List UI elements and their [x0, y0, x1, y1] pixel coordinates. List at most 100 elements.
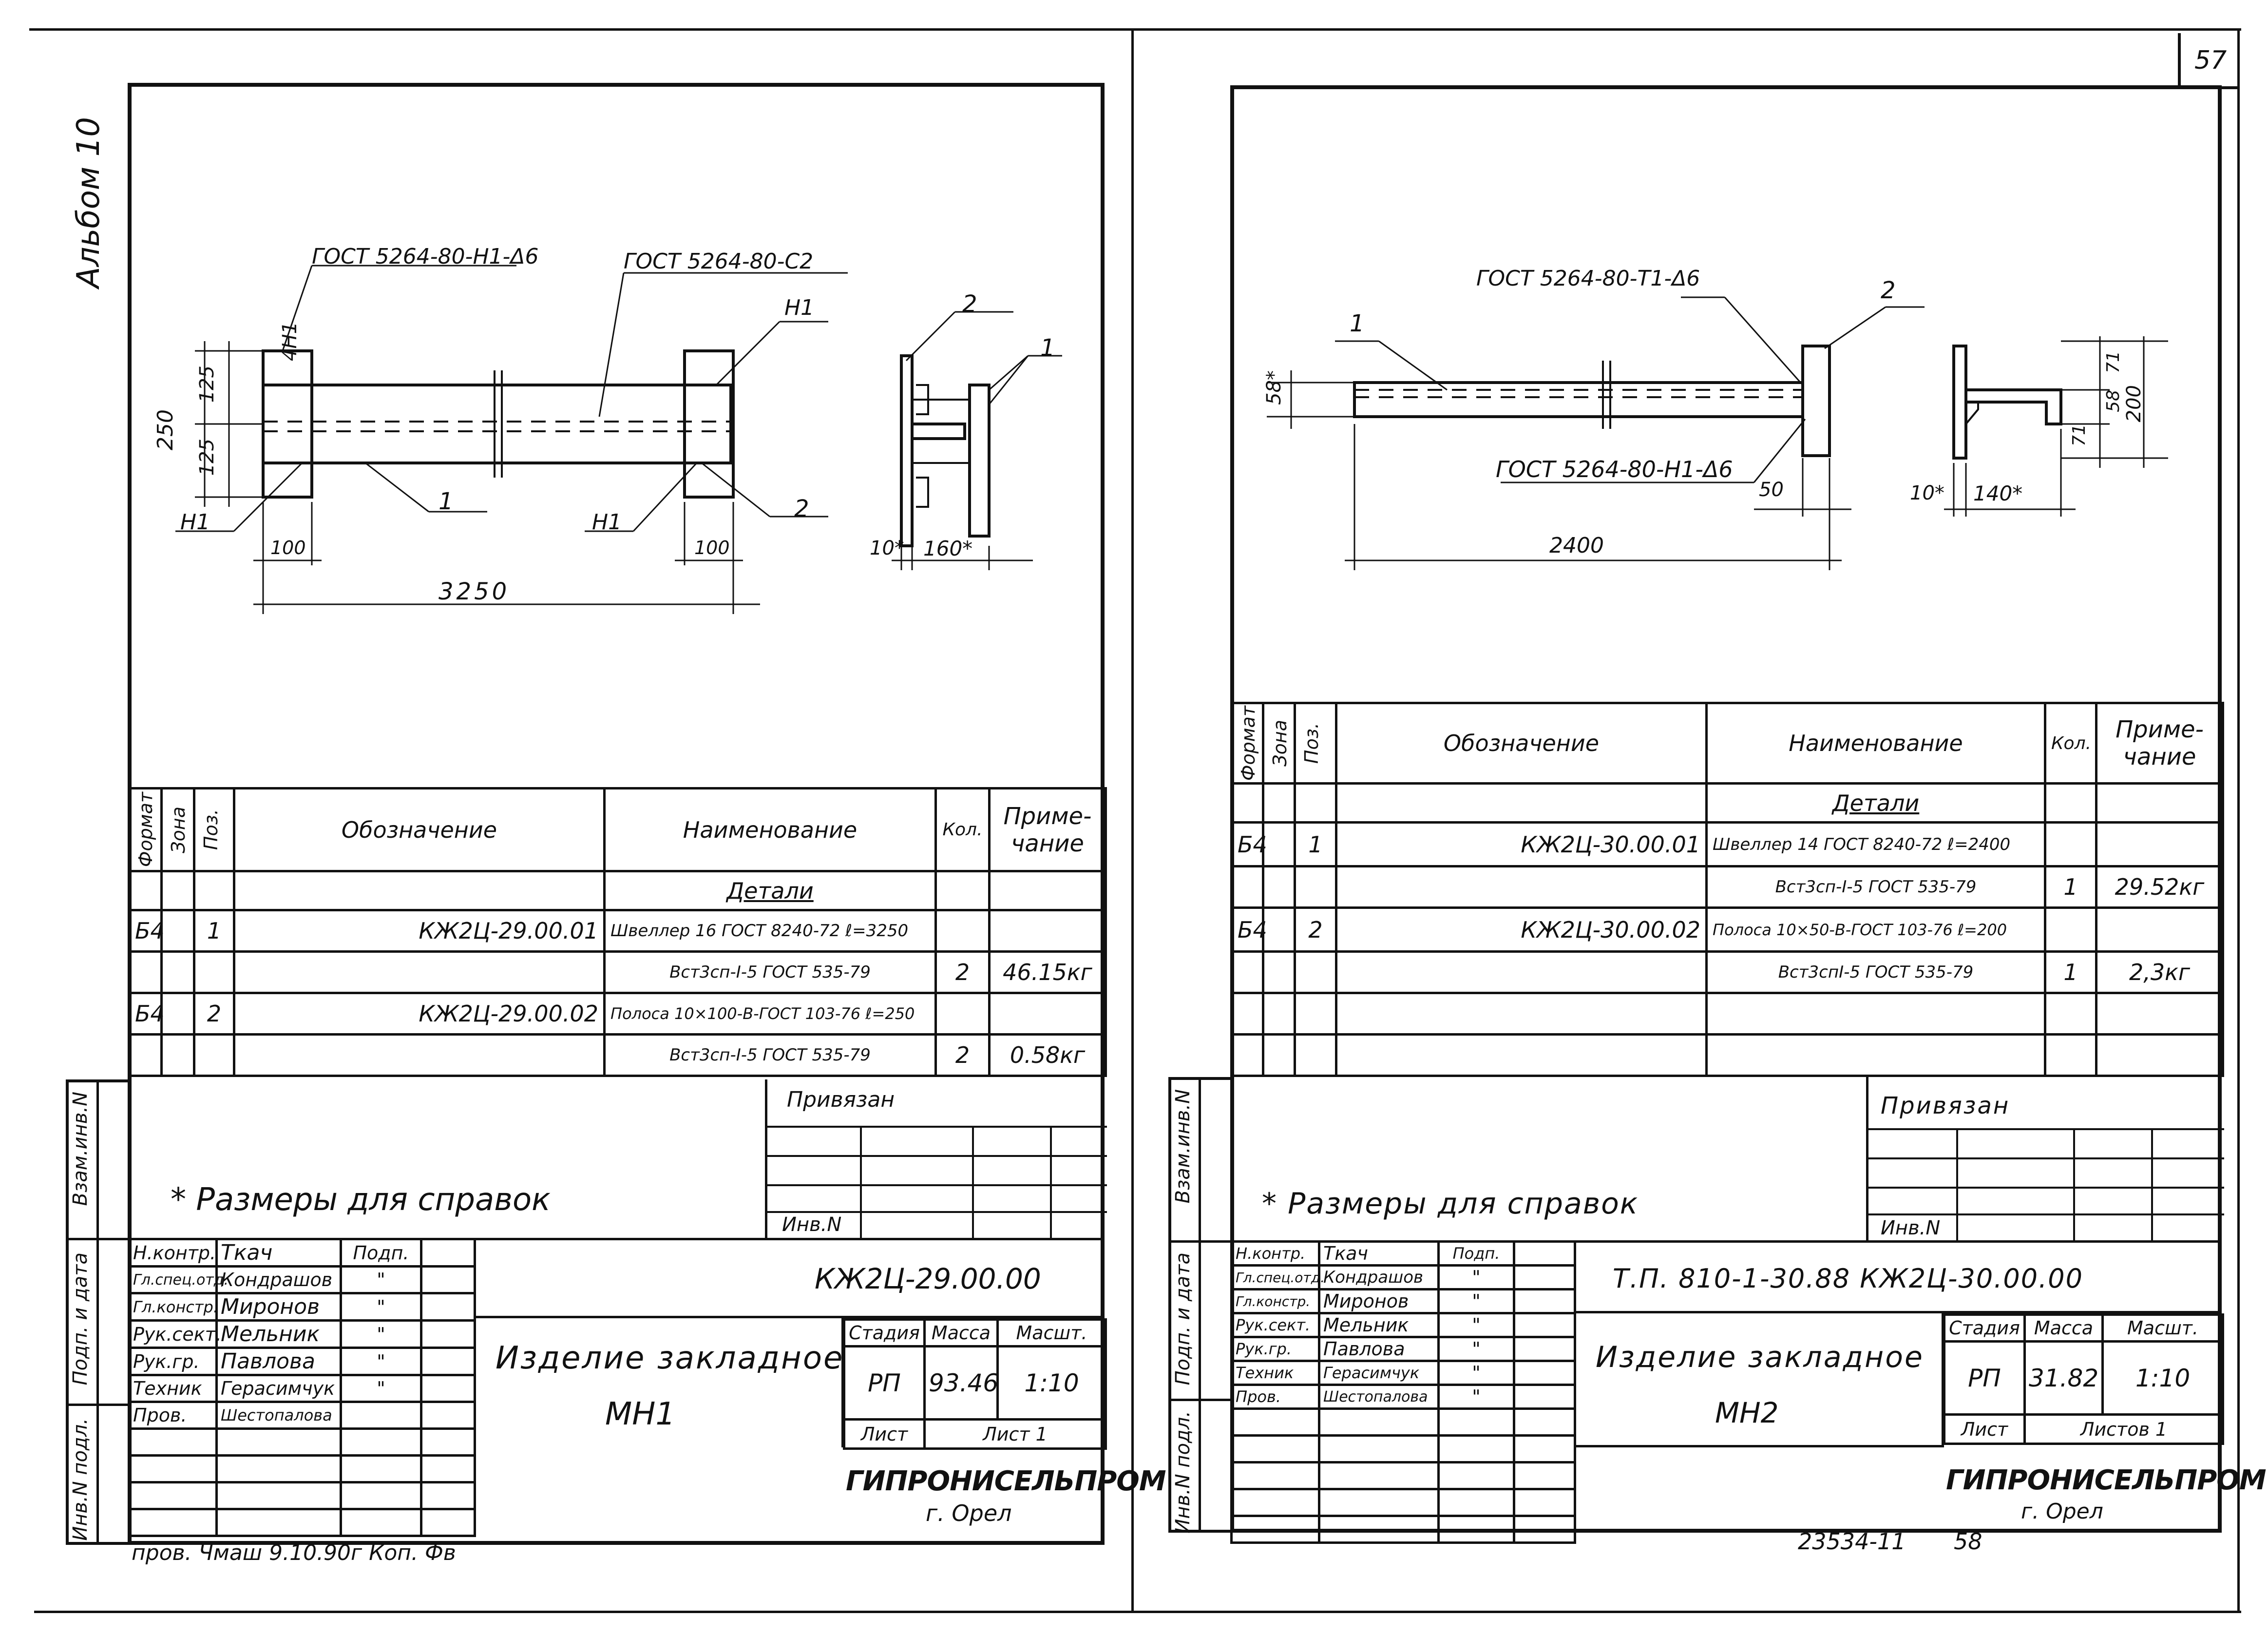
right-row1-name-bottom: Вст3сп-I-5 ГОСТ 535-79 [1705, 865, 2046, 909]
left-label-weld-c2: ГОСТ 5264-80-С2 [624, 249, 814, 274]
left-label-pos2: 2 [794, 495, 809, 522]
left-row2-qty: 2 [934, 1033, 991, 1077]
right-p5-name: Герасимчук [1318, 1360, 1440, 1386]
right-mass: 31.82 [2023, 1340, 2104, 1416]
left-code: КЖ2Ц-29.00.00 [815, 1262, 1041, 1295]
right-side-inv: Инв.N подл. [1172, 1411, 1194, 1534]
left-scale: 1:10 [996, 1345, 1107, 1421]
left-product: Изделие закладное [496, 1340, 844, 1376]
right-p4-name: Павлова [1318, 1336, 1440, 1362]
right-row2-note: 2,3кг [2095, 950, 2224, 994]
left-privyazan-block: Привязан Инв.N [765, 1079, 1107, 1238]
right-p1-name: Кондрашов [1318, 1264, 1440, 1290]
right-p4-role: Рук.гр. [1230, 1336, 1320, 1362]
right-dim-58: 58* [1263, 370, 1285, 405]
left-spec-table: Формат Зона Поз. Обозначение Наименовани… [128, 787, 1107, 1077]
right-product-block: Изделие закладное МН2 [1574, 1313, 1944, 1447]
right-spec-table: Формат Зона Поз. Обозначение Наименовани… [1230, 702, 2224, 1077]
left-section-details: Детали [603, 870, 937, 911]
left-sheet-h: Лист [843, 1418, 926, 1450]
right-privyazan-block: Привязан Инв.N [1866, 1077, 2224, 1240]
footer-code: 23534-11 [1798, 1528, 1906, 1555]
right-row2-name-top: Полоса 10×50-В-ГОСТ 103-76 ℓ=200 [1705, 906, 2046, 953]
right-dim-10: 10* [1910, 482, 1944, 504]
right-row2-format: Б4 [1230, 906, 1267, 953]
left-p5-name: Герасимчук [215, 1374, 342, 1403]
right-section-details: Детали [1705, 782, 2046, 824]
page-number-box: 57 [2178, 33, 2239, 89]
right-h-pos: Поз. [1301, 722, 1322, 764]
left-p2-name: Миронов [215, 1292, 342, 1322]
left-row2-name-bottom: Вст3сп-I-5 ГОСТ 535-79 [603, 1033, 937, 1077]
right-p4-sign: " [1437, 1336, 1515, 1362]
right-side-podp: Подп. и дата [1172, 1252, 1194, 1386]
right-p3-name: Мельник [1318, 1312, 1440, 1338]
left-p4-role: Рук.гр. [128, 1347, 218, 1376]
left-p3-sign: " [340, 1319, 422, 1349]
right-label-pos2: 2 [1881, 277, 1896, 304]
left-mark: МН1 [605, 1396, 676, 1432]
right-h-format: Формат [1238, 705, 1259, 781]
right-product: Изделие закладное [1596, 1340, 1924, 1374]
footer-page: 58 [1954, 1528, 1982, 1555]
right-city: г. Орел [2021, 1499, 2103, 1524]
right-dim-50: 50 [1759, 479, 1784, 501]
left-scale-h: Масшт. [996, 1318, 1107, 1347]
left-inv-n: Инв.N [782, 1213, 842, 1236]
right-code: Т.П. 810-1-30.88 КЖ2Ц-30.00.00 [1613, 1263, 2083, 1294]
left-label-weld-top: ГОСТ 5264-80-Н1-Δ6 [312, 244, 539, 269]
right-h-designation: Обозначение [1335, 702, 1708, 785]
right-code-block: Т.П. 810-1-30.88 КЖ2Ц-30.00.00 [1574, 1240, 2222, 1313]
right-org: ГИПРОНИСЕЛЬПРОМ [1946, 1464, 2267, 1496]
left-label-section-pos2: 2 [962, 290, 977, 318]
left-h-note: Приме-чание [988, 787, 1107, 872]
right-label-weld-n1: ГОСТ 5264-80-Н1-Δ6 [1496, 456, 1733, 482]
right-label-pos1: 1 [1350, 310, 1365, 337]
left-row1-note: 46.15кг [988, 950, 1107, 994]
right-p2-name: Миронов [1318, 1288, 1440, 1314]
right-p2-sign: " [1437, 1288, 1515, 1314]
right-label-weld-t1: ГОСТ 5264-80-Т1-Δ6 [1476, 266, 1700, 291]
right-p5-role: Техник [1230, 1360, 1320, 1386]
left-h-qty: Кол. [934, 787, 991, 872]
left-org-block: ГИПРОНИСЕЛЬПРОМ г. Орел [843, 1447, 1166, 1545]
left-label-n1-top-right: Н1 [784, 295, 815, 320]
page-right-rule [2237, 28, 2240, 1612]
left-p4-name: Павлова [215, 1347, 342, 1376]
left-row1-designation: КЖ2Ц-29.00.01 [233, 909, 606, 953]
left-p1-sign: " [340, 1265, 422, 1294]
right-h-note: Приме-чание [2095, 702, 2224, 785]
right-mark: МН2 [1715, 1396, 1779, 1429]
right-row1-name-top: Швеллер 14 ГОСТ 8240-72 ℓ=2400 [1705, 821, 2046, 867]
right-h-zone: Зона [1269, 720, 1291, 767]
left-p0-name: Ткач [215, 1238, 342, 1268]
right-p3-role: Рук.сект. [1230, 1312, 1320, 1338]
left-row2-format: Б4 [128, 992, 165, 1036]
left-people-table: Н.контр. Ткач Подп. Гл.спец.отд.Кондрашо… [128, 1238, 476, 1537]
left-stage: РП [843, 1345, 926, 1421]
page-number: 57 [2194, 46, 2227, 75]
right-stage-h: Стадия [1943, 1313, 2026, 1343]
page-center-divider [1131, 28, 1134, 1612]
right-row1-pos: 1 [1294, 821, 1337, 867]
left-dim-160: 160* [923, 537, 973, 560]
left-row2-name-top: Полоса 10×100-В-ГОСТ 103-76 ℓ=250 [603, 992, 937, 1036]
left-stage-h: Стадия [843, 1318, 926, 1347]
left-row1-qty: 2 [934, 950, 991, 994]
right-side-vzam: Взам.инв.N [1172, 1089, 1194, 1204]
left-p6-name: Шестопалова [215, 1401, 342, 1430]
left-dim-3250: 3250 [438, 578, 510, 605]
right-org-block: ГИПРОНИСЕЛЬПРОМ г. Орел [1943, 1445, 2267, 1533]
left-label-section-pos1: 1 [1040, 334, 1055, 362]
left-p5-sign: " [340, 1374, 422, 1403]
left-row2-note: 0.58кг [988, 1033, 1107, 1077]
right-h-qty: Кол. [2044, 702, 2097, 785]
right-dim-2400: 2400 [1549, 533, 1604, 558]
right-row2-designation: КЖ2Ц-30.00.02 [1335, 906, 1708, 953]
left-product-block: Изделие закладное МН1 [474, 1318, 844, 1447]
right-row1-format: Б4 [1230, 821, 1267, 867]
left-h-designation: Обозначение [233, 787, 606, 872]
